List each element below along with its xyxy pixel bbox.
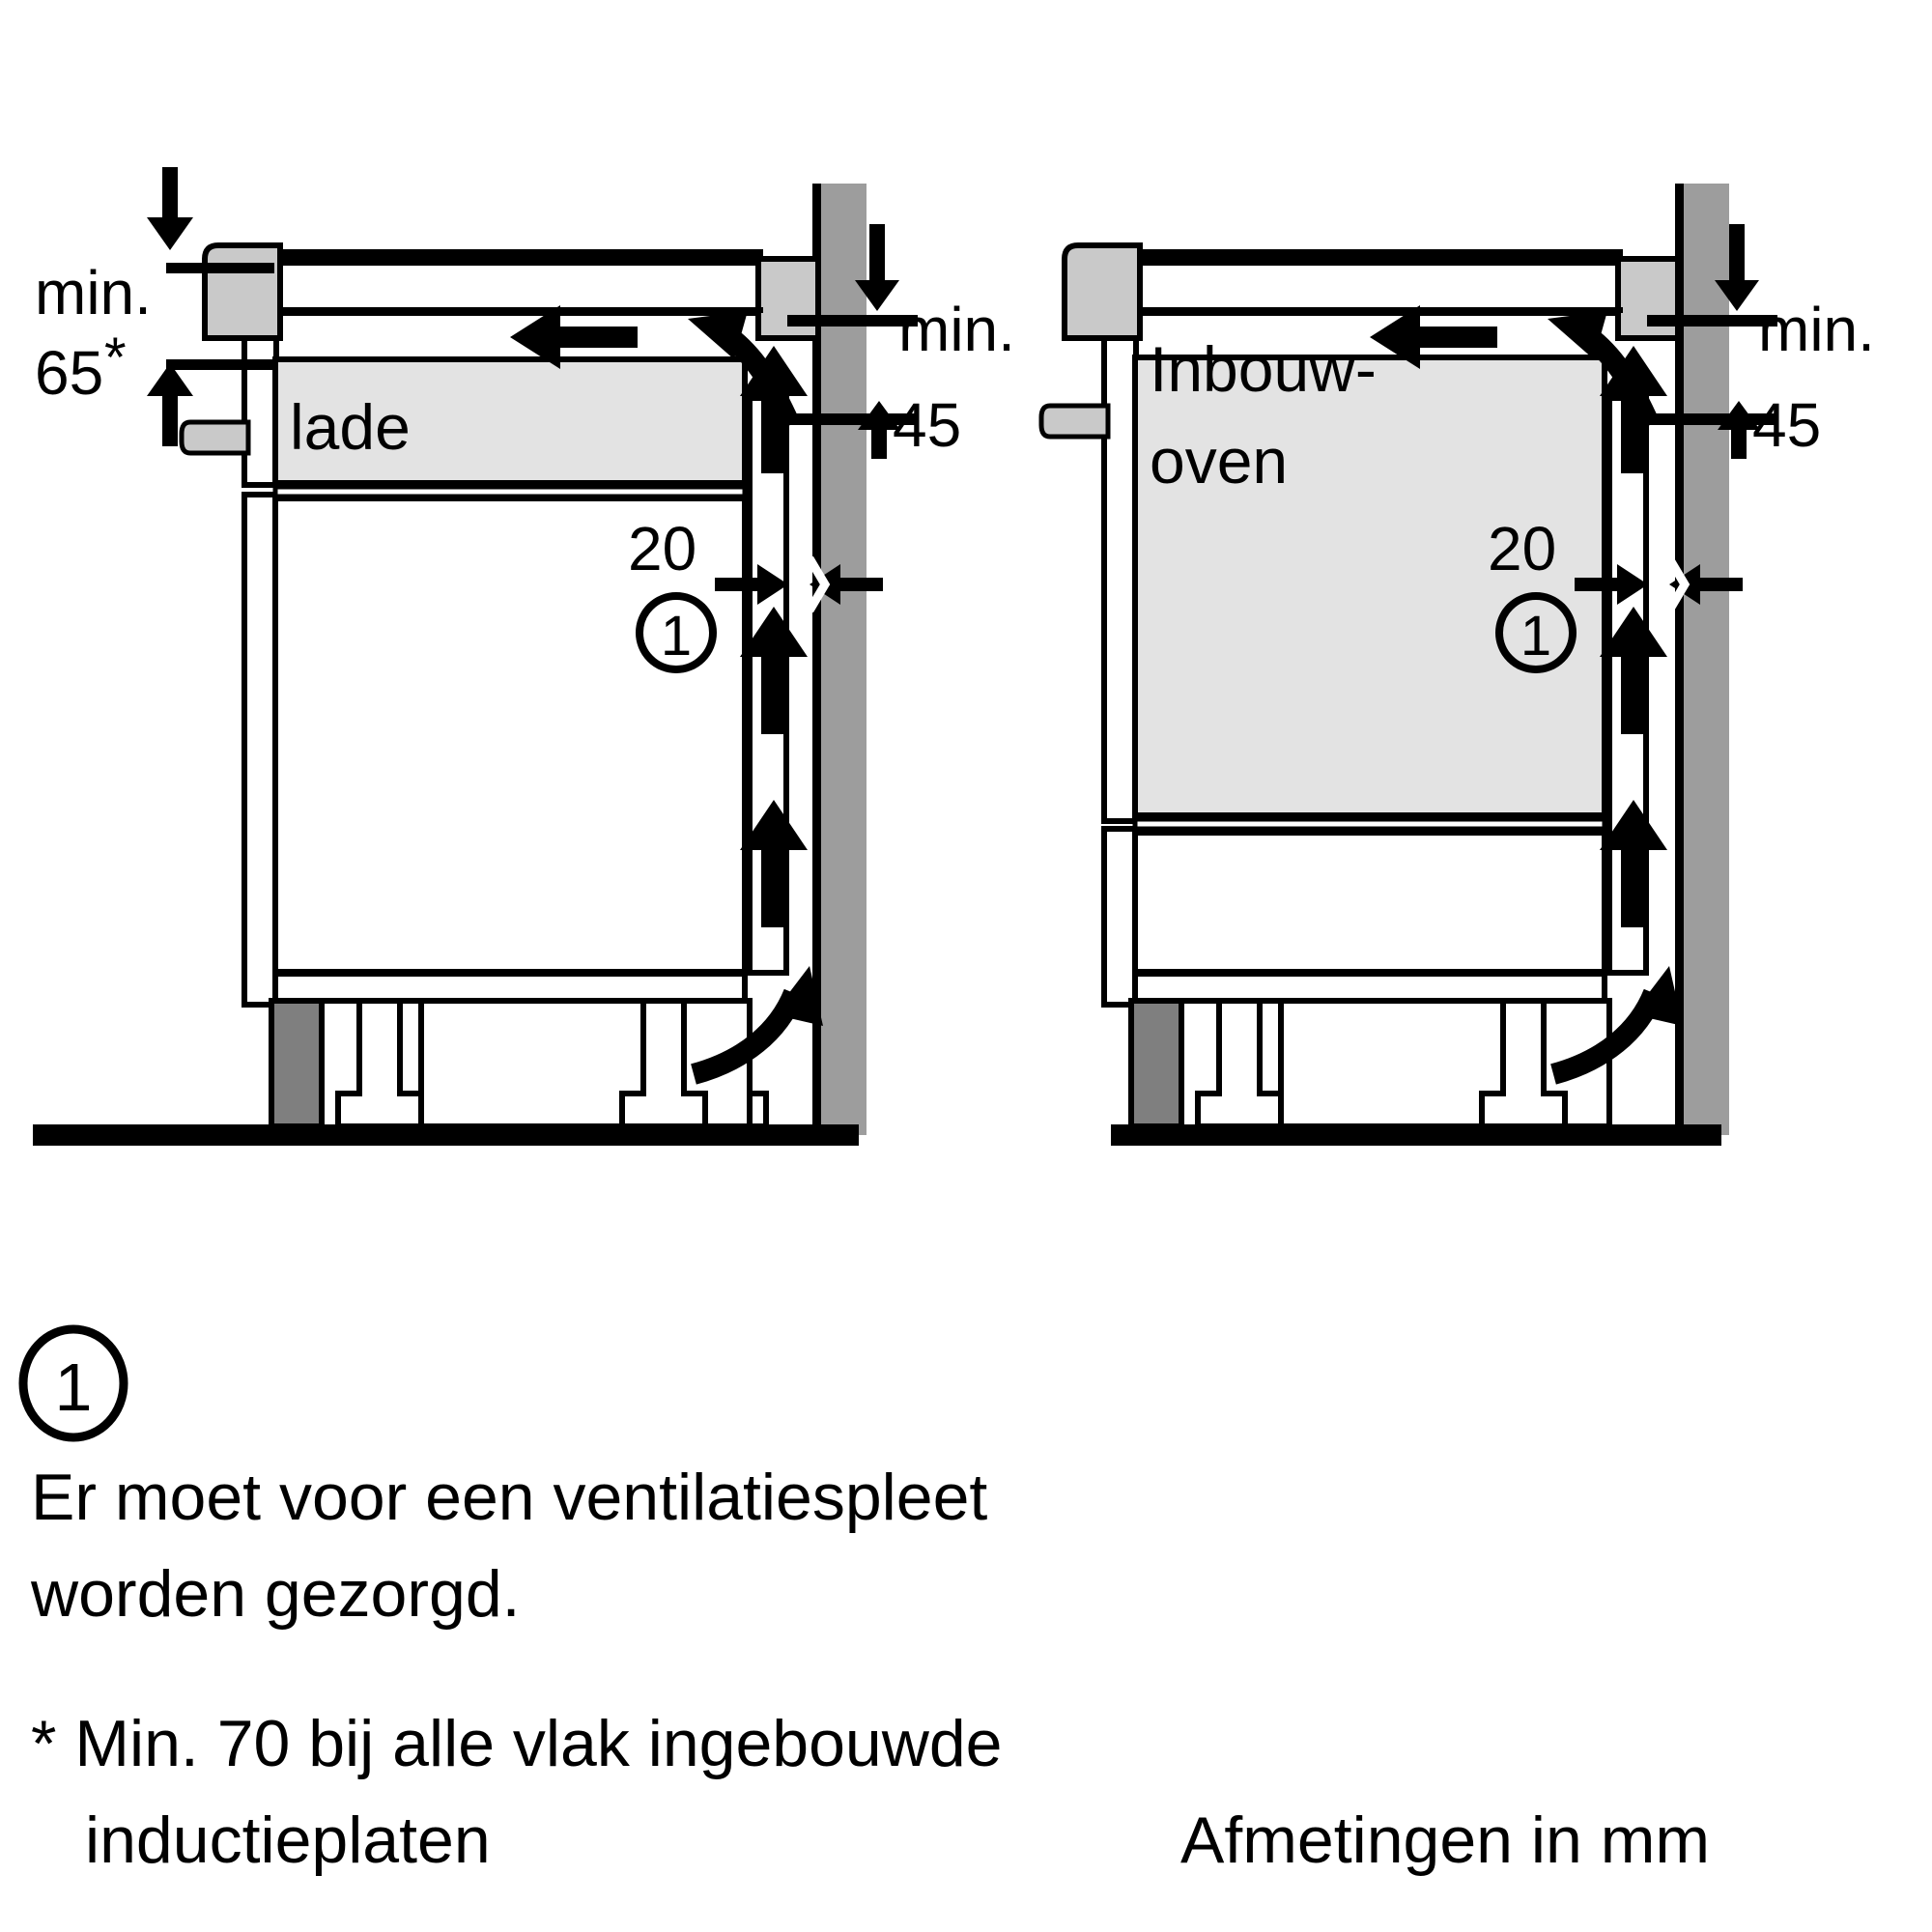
- left-appliance-label: lade: [290, 391, 411, 463]
- left-wall: [812, 184, 867, 1135]
- left-min-top-label: min.: [35, 258, 152, 327]
- left-gap-value: 20: [628, 514, 696, 583]
- left-gap20-dimension: [715, 555, 883, 613]
- left-gap-marker: 1: [636, 592, 717, 673]
- legend-footnote-line2: inductieplaten: [85, 1804, 491, 1877]
- left-min-wall-value: 45: [893, 390, 961, 460]
- left-min-top-value: 65: [35, 338, 103, 408]
- left-min45-dimension: [787, 224, 918, 459]
- legend-marker: 1: [18, 1324, 128, 1442]
- legend-footnote-line1: * Min. 70 bij alle vlak ingebouwde: [31, 1707, 1003, 1780]
- left-cabinet-carcass: [272, 496, 748, 1004]
- left-drawer-handle: [179, 419, 251, 456]
- left-floor-line: [33, 1124, 859, 1146]
- legend-note-line2: worden gezorgd.: [30, 1557, 521, 1631]
- right-plinth-base: [1128, 998, 1612, 1129]
- right-min-wall-value: 45: [1752, 390, 1821, 460]
- right-cabinet-carcass: [1132, 830, 1607, 1004]
- right-intake-arrow: [1370, 305, 1497, 369]
- left-curved-arrow-bottom: [690, 966, 823, 1085]
- svg-text:1: 1: [1520, 605, 1551, 668]
- svg-text:1: 1: [55, 1350, 93, 1425]
- right-gap-marker: 1: [1495, 592, 1577, 673]
- right-min45-dimension: [1647, 224, 1777, 459]
- right-appliance-label-line1: Inbouw-: [1150, 333, 1377, 405]
- left-intake-arrow: [510, 305, 638, 369]
- left-drawer-lade: [272, 356, 748, 499]
- left-min-top-asterisk: *: [104, 327, 127, 389]
- left-min-wall-label: min.: [898, 295, 1015, 364]
- left-diagram-group: [33, 167, 918, 1146]
- right-min-wall-label: min.: [1758, 295, 1875, 364]
- right-wall: [1675, 184, 1729, 1135]
- legend-note-line1: Er moet voor een ventilatiespleet: [31, 1461, 987, 1534]
- right-floor-line: [1111, 1124, 1721, 1146]
- left-plinth-base: [269, 998, 769, 1129]
- right-curved-arrow-bottom: [1549, 966, 1683, 1085]
- left-curved-arrow-top: [688, 311, 801, 430]
- left-hob: [202, 242, 821, 341]
- right-gap20-dimension: [1575, 555, 1743, 613]
- right-hob: [1062, 242, 1681, 341]
- right-diagram-group: [1038, 184, 1777, 1146]
- right-curved-arrow-top: [1548, 311, 1661, 430]
- right-appliance-label-line2: oven: [1150, 425, 1288, 497]
- right-oven-handle: [1038, 403, 1111, 440]
- right-gap-value: 20: [1488, 514, 1556, 583]
- units-note: Afmetingen in mm: [1180, 1804, 1710, 1877]
- left-min65-dimension: [147, 167, 274, 446]
- svg-text:1: 1: [661, 605, 692, 668]
